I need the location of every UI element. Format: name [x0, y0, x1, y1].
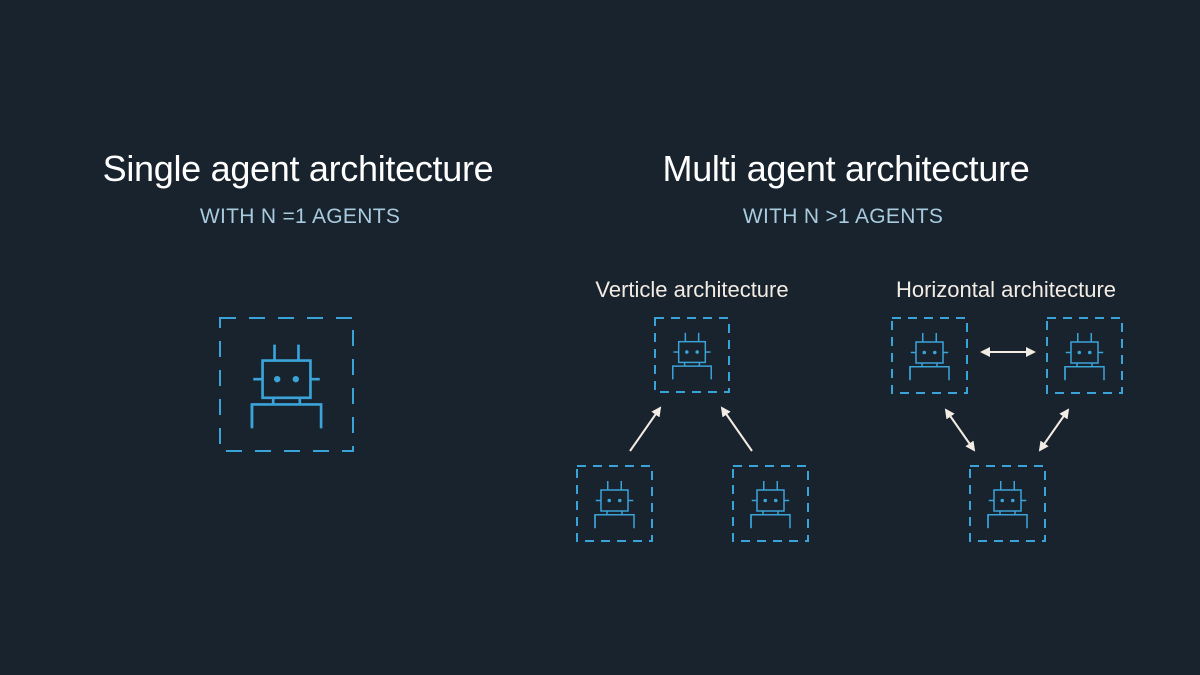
horizontal-bottom-agent — [969, 465, 1046, 542]
arrow-icon — [629, 406, 662, 452]
bidirectional-arrow-icon — [1038, 408, 1070, 452]
bidirectional-arrow-icon — [944, 408, 976, 452]
vertical-top-agent — [654, 317, 730, 393]
multi-agent-subtitle: WITH N >1 AGENTS — [742, 205, 944, 228]
arrow-icon — [720, 406, 753, 452]
horizontal-architecture-label: Horizontal architecture — [895, 277, 1117, 302]
robot-icon — [909, 332, 950, 381]
vertical-bottom-right-agent — [732, 465, 809, 542]
robot-icon — [594, 480, 635, 529]
robot-icon — [250, 343, 323, 430]
single-agent-title: Single agent architecture — [102, 148, 494, 189]
vertical-bottom-left-agent — [576, 465, 653, 542]
vertical-architecture-label: Verticle architecture — [595, 277, 789, 302]
robot-icon — [750, 480, 791, 529]
horizontal-right-agent — [1046, 317, 1123, 394]
robot-icon — [987, 480, 1028, 529]
single-agent-box — [219, 317, 354, 452]
single-agent-subtitle: WITH N =1 AGENTS — [199, 205, 401, 228]
horizontal-left-agent — [891, 317, 968, 394]
robot-icon — [1064, 332, 1105, 381]
multi-agent-title: Multi agent architecture — [662, 148, 1030, 189]
robot-icon — [672, 332, 712, 381]
